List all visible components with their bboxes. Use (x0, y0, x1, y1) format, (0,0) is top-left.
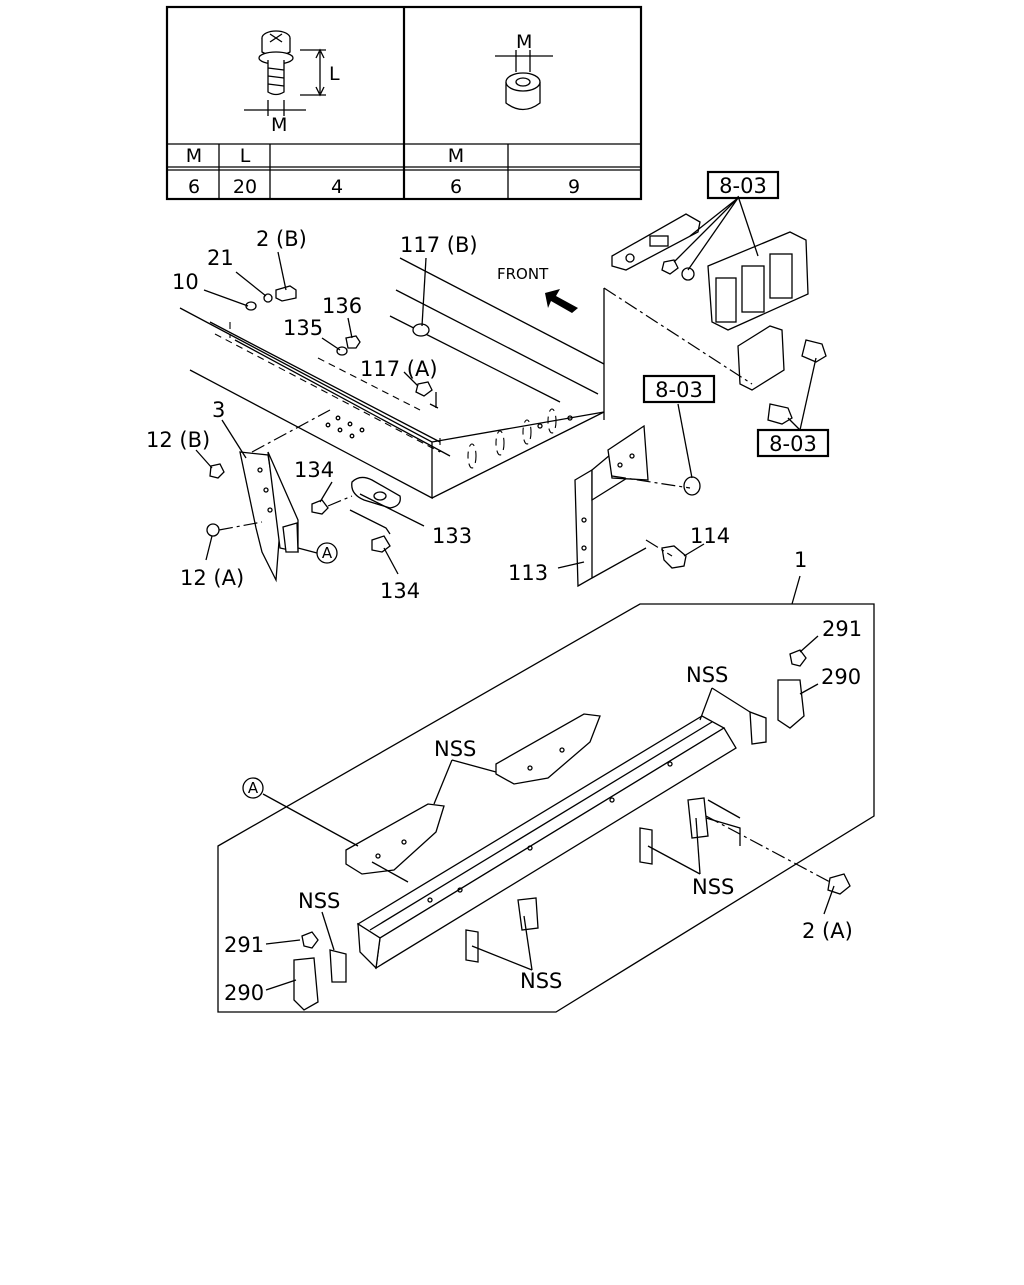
front-arrow-icon (545, 289, 578, 313)
spec-value-l: 20 (233, 176, 257, 198)
callout-10: 10 (172, 270, 199, 294)
spec-header-l: L (240, 145, 251, 167)
callout-3: 3 (212, 398, 225, 422)
spec-header-m-left: M (186, 145, 202, 167)
callout-113: 113 (508, 561, 548, 585)
callout-114: 114 (690, 524, 730, 548)
bolt-length-label: L (329, 63, 340, 85)
bolt-diameter-label: M (271, 114, 287, 136)
leader-12a (218, 521, 263, 531)
spec-header-m-right: M (448, 145, 464, 167)
callout-117b: 117 (B) (400, 233, 478, 257)
callout-290-left: 290 (224, 981, 264, 1005)
marker-a-bottom (242, 777, 264, 799)
ref-box-8-03-right (756, 428, 830, 458)
callout-117a: 117 (A) (360, 357, 438, 381)
callout-136: 136 (322, 294, 362, 318)
bracket-3 (239, 409, 331, 583)
tow-hook-133 (311, 476, 401, 553)
step-pad-right (495, 713, 601, 785)
callout-291-left: 291 (224, 933, 264, 957)
callout-nss-top-right: NSS (686, 663, 728, 687)
step-pad-left (345, 803, 445, 875)
nut-diameter-label: M (516, 31, 532, 53)
spec-value-qty-left: 4 (331, 176, 343, 198)
step-rail (356, 715, 737, 970)
callout-2b: 2 (B) (256, 227, 307, 251)
spec-value-qty-right: 9 (568, 176, 580, 198)
callout-1: 1 (794, 548, 807, 572)
callout-12a: 12 (A) (180, 566, 244, 590)
leader-lines-bottom (262, 635, 835, 991)
marker-a-top-label: A (322, 544, 333, 562)
callout-8-03-top: 8-03 (719, 174, 767, 198)
bolt-dimension-lines (244, 48, 326, 116)
callout-nss-right: NSS (692, 875, 734, 899)
spec-table: M L M 6 20 4 6 9 (165, 5, 643, 201)
callout-21: 21 (207, 246, 234, 270)
callout-135: 135 (283, 316, 323, 340)
callout-290-right: 290 (821, 665, 861, 689)
nut-12b (209, 463, 225, 479)
callout-12b: 12 (B) (146, 428, 210, 452)
ref-box-8-03-top (706, 170, 780, 200)
callout-134-top: 134 (294, 458, 334, 482)
callout-nss-bottom: NSS (520, 969, 562, 993)
callout-291-right: 291 (822, 617, 862, 641)
bracket-113 (574, 424, 701, 588)
ref-box-8-03-mid (642, 374, 716, 404)
leader-1 (791, 575, 801, 605)
callout-134-bottom: 134 (380, 579, 420, 603)
step-brackets (293, 649, 851, 1011)
marker-a-bottom-label: A (248, 779, 259, 797)
front-direction-label: FRONT (497, 265, 549, 283)
step-assembly-frame (217, 603, 875, 1013)
callout-8-03-right: 8-03 (769, 432, 817, 456)
upper-right-assembly (603, 195, 827, 425)
flange-bolt-icon (258, 30, 294, 96)
spec-value-m-right: 6 (450, 176, 462, 198)
leader-marker-a-top (297, 547, 318, 554)
spec-value-m-left: 6 (188, 176, 200, 198)
leader-lines-top (195, 197, 817, 575)
washer-12a (206, 523, 220, 537)
callout-nss-mid: NSS (434, 737, 476, 761)
callout-8-03-mid: 8-03 (655, 378, 703, 402)
nut-icon (495, 50, 553, 111)
callout-2a: 2 (A) (802, 919, 853, 943)
callout-nss-left: NSS (298, 889, 340, 913)
callout-133: 133 (432, 524, 472, 548)
